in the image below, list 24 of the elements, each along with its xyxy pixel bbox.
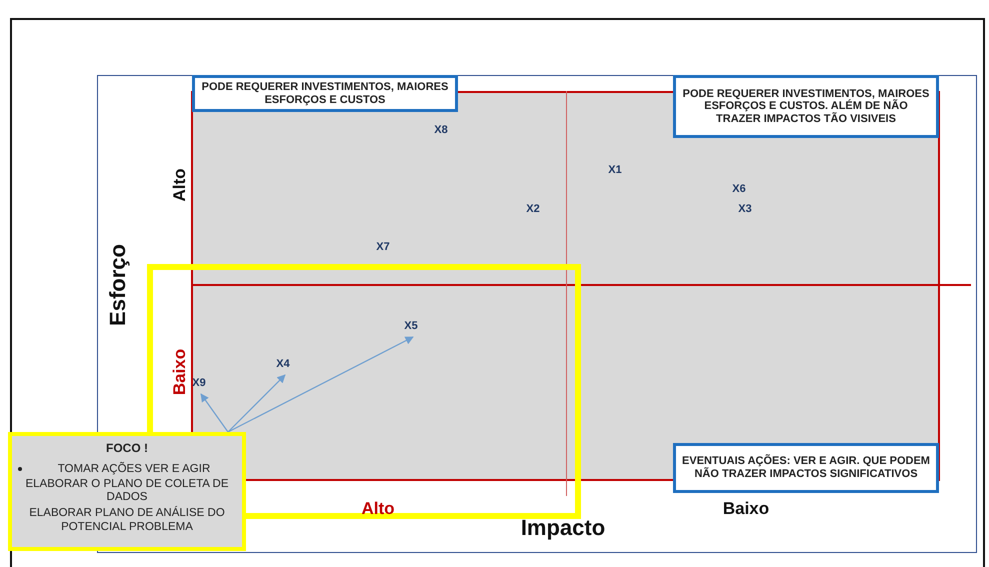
- axis-label: Esforço: [105, 244, 131, 326]
- focus-heading: FOCO !: [106, 441, 148, 455]
- callout-box: EVENTUAIS AÇÕES: VER E AGIR. QUE PODEM NÃO TRAZER IMPACTOS SIGNIFICATIVOS: [673, 443, 939, 493]
- focus-box: [8, 432, 246, 551]
- axis-label: Baixo: [722, 499, 770, 519]
- axis-label: Impacto: [520, 515, 606, 541]
- point-label: X6: [732, 183, 746, 195]
- axis-label: Baixo: [170, 348, 190, 396]
- point-label: X8: [434, 124, 448, 136]
- arrow: [228, 374, 286, 432]
- arrow: [228, 336, 414, 433]
- focus-item: ELABORAR PLANO DE ANÁLISE DO POTENCIAL PROBLEMA: [28, 507, 226, 534]
- callout-box: PODE REQUERER INVESTIMENTOS, MAIORES ESFORÇOS E CUSTOS: [192, 75, 458, 112]
- point-label: X5: [404, 320, 418, 332]
- point-label: X2: [526, 203, 540, 215]
- point-label: X7: [376, 241, 390, 253]
- point-label: X1: [608, 164, 622, 176]
- arrow: [200, 393, 228, 432]
- callout-box: PODE REQUERER INVESTIMENTOS, MAIROES ESFORÇOS E CUSTOS. ALÉM DE NÃO TRAZER IMPACTOS TÃO VISIVEIS: [673, 75, 939, 138]
- focus-item: ELABORAR O PLANO DE COLETA DE DADOS: [24, 478, 230, 504]
- focus-item: TOMAR AÇÕES VER E AGIR: [56, 463, 212, 475]
- point-label: X3: [738, 203, 752, 215]
- point-label: X4: [276, 358, 290, 370]
- axis-label: Alto: [170, 168, 190, 202]
